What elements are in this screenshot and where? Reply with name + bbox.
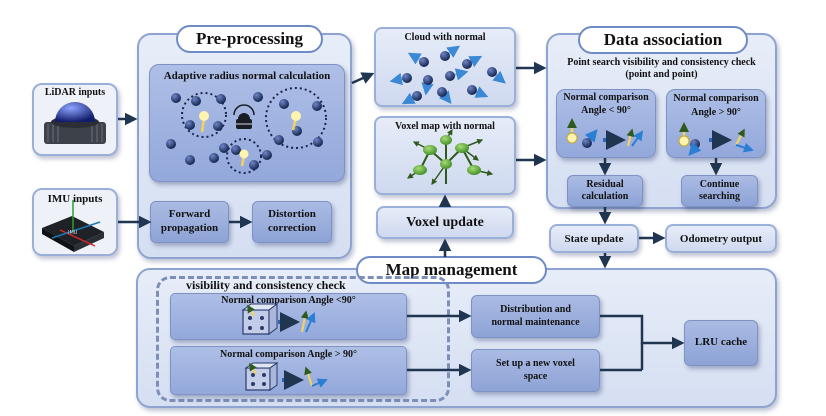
adaptive-radius-illustration — [166, 87, 327, 174]
mm-angle-lt90-label: Normal comparison Angle <90° — [221, 295, 356, 306]
lidar-small-icon — [233, 104, 255, 129]
odometry-output-box: Odometry output — [665, 224, 777, 253]
state-update-label: State update — [564, 232, 624, 245]
visibility-check-region — [156, 276, 450, 402]
residual-calculation-box: Residual calculation — [567, 175, 643, 207]
mm-gt90-illustration — [244, 362, 328, 391]
residual-calculation-label: Residual calculation — [581, 178, 629, 203]
adaptive-radius-title: Adaptive radius normal calculation — [163, 70, 331, 82]
da-angle-lt90-label: Normal comparison Angle < 90° — [563, 92, 649, 116]
new-voxel-space-box: Set up a new voxel space — [471, 349, 600, 392]
voxel-update-label: Voxel update — [406, 214, 484, 230]
lidar-sensor-icon — [44, 102, 106, 144]
voxel-update-box: Voxel update — [376, 206, 514, 239]
visibility-check-title: visibility and consistency check — [186, 278, 346, 292]
connector-arrows — [118, 61, 723, 377]
distribution-maintenance-label: Distribution and normal maintenance — [491, 304, 580, 328]
forward-propagation-label: Forward propagation — [160, 208, 219, 234]
odometry-output-label: Odometry output — [679, 232, 763, 245]
lru-cache-label: LRU cache — [694, 336, 748, 349]
data-association-subtitle: Point search visibility and consistency … — [567, 57, 756, 80]
mm-lt90-illustration — [241, 303, 316, 335]
continue-searching-label: Continue searching — [699, 178, 740, 203]
forward-propagation-box: Forward propagation — [150, 201, 229, 243]
cloud-illustration — [389, 45, 506, 105]
new-voxel-space-label: Set up a new voxel space — [496, 358, 575, 382]
imu-input-label: IMU inputs — [47, 193, 103, 205]
preprocessing-title: Pre-processing — [176, 25, 323, 53]
distortion-correction-box: Distortion correction — [252, 201, 332, 243]
mm-angle-gt90-label: Normal comparison Angle > 90° — [220, 349, 357, 360]
lidar-input-label: LiDAR inputs — [44, 87, 106, 98]
data-association-title: Data association — [578, 26, 748, 54]
map-management-title: Map management — [356, 256, 547, 284]
state-update-box: State update — [549, 224, 639, 253]
continue-searching-box: Continue searching — [681, 175, 758, 207]
voxel-tree-illustration — [407, 128, 494, 185]
distortion-correction-label: Distortion correction — [267, 208, 317, 234]
lru-cache-box: LRU cache — [684, 320, 758, 366]
da-gt90-illustration — [678, 122, 754, 156]
cloud-with-normal-title: Cloud with normal — [404, 32, 486, 43]
da-angle-gt90-label: Normal comparison Angle > 90° — [673, 93, 759, 118]
svg-text:IMU: IMU — [68, 230, 78, 236]
distribution-maintenance-box: Distribution and normal maintenance — [471, 295, 600, 338]
da-lt90-illustration — [566, 118, 644, 150]
imu-sensor-icon: IMU — [42, 200, 104, 252]
voxel-map-title: Voxel map with normal — [395, 121, 495, 132]
